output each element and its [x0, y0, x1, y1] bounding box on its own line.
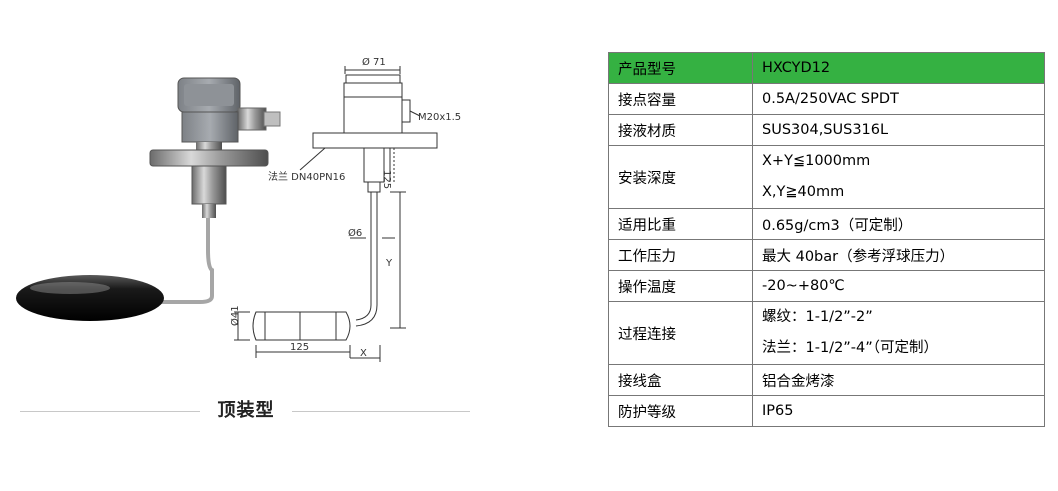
rod-dia-label: Ø6 — [348, 227, 362, 239]
product-figure: Ø 71 M20x1.5 法兰 DN40PN16 125 Ø6 Y Ø41 12… — [16, 56, 461, 362]
spec-row: 接线盒 铝合金烤漆 — [608, 364, 1045, 396]
spec-value-line: X+Y≦1000mm — [762, 153, 871, 169]
caption-rule-right — [292, 411, 470, 412]
spec-key: 过程连接 — [608, 301, 753, 365]
spec-key: 操作温度 — [608, 270, 753, 302]
spec-table: 产品型号 HXCYD12 接点容量 0.5A/250VAC SPDT 接液材质 … — [608, 52, 1045, 427]
spec-value: IP65 — [752, 395, 1045, 427]
spec-row: 防护等级 IP65 — [608, 395, 1045, 427]
spec-key: 接液材质 — [608, 114, 753, 146]
spec-key: 产品型号 — [608, 52, 753, 84]
spec-value-line: X,Y≧40mm — [762, 184, 845, 200]
spec-key: 接线盒 — [608, 364, 753, 396]
spec-value: 最大 40bar（参考浮球压力） — [752, 239, 1045, 271]
spec-value: SUS304,SUS316L — [752, 114, 1045, 146]
spec-key: 安装深度 — [608, 145, 753, 209]
dimension-drawing — [234, 66, 438, 362]
spec-row: 适用比重 0.65g/cm3（可定制） — [608, 208, 1045, 240]
caption-rule-left — [20, 411, 200, 412]
spec-key: 工作压力 — [608, 239, 753, 271]
spec-row: 工作压力 最大 40bar（参考浮球压力） — [608, 239, 1045, 271]
figure-caption: 顶装型 — [217, 400, 275, 421]
spec-value-line: 法兰：1-1/2”-4”（可定制） — [762, 340, 939, 356]
height-125-label: 125 — [381, 170, 392, 189]
product-illustration — [16, 66, 438, 362]
float-len-label: 125 — [290, 342, 309, 353]
spec-value: 铝合金烤漆 — [752, 364, 1045, 396]
spec-header-row: 产品型号 HXCYD12 — [608, 52, 1045, 84]
float-dia-label: Ø41 — [229, 305, 241, 326]
spec-key: 适用比重 — [608, 208, 753, 240]
spec-value-multiline: 螺纹：1-1/2”-2” 法兰：1-1/2”-4”（可定制） — [752, 301, 1045, 365]
spec-row: 安装深度 X+Y≦1000mm X,Y≧40mm — [608, 145, 1045, 209]
spec-value-multiline: X+Y≦1000mm X,Y≧40mm — [752, 145, 1045, 209]
spec-value-line: 螺纹：1-1/2”-2” — [762, 309, 873, 325]
spec-row: 接液材质 SUS304,SUS316L — [608, 114, 1045, 146]
y-dim-label: Y — [385, 258, 393, 269]
flange-dim-label: Ø 71 — [362, 56, 386, 68]
spec-value: HXCYD12 — [752, 52, 1045, 84]
product-photo — [16, 77, 281, 321]
spec-row: 操作温度 -20~+80℃ — [608, 270, 1045, 302]
flange-label: 法兰 DN40PN16 — [268, 170, 345, 183]
x-dim-label: X — [360, 348, 367, 359]
dimension-labels: Ø 71 M20x1.5 法兰 DN40PN16 125 Ø6 Y Ø41 12… — [229, 56, 461, 359]
spec-value: 0.5A/250VAC SPDT — [752, 83, 1045, 115]
spec-row: 过程连接 螺纹：1-1/2”-2” 法兰：1-1/2”-4”（可定制） — [608, 301, 1045, 365]
spec-row: 接点容量 0.5A/250VAC SPDT — [608, 83, 1045, 115]
spec-value: -20~+80℃ — [752, 270, 1045, 302]
spec-value: 0.65g/cm3（可定制） — [752, 208, 1045, 240]
thread-label: M20x1.5 — [418, 112, 461, 123]
spec-key: 接点容量 — [608, 83, 753, 115]
spec-key: 防护等级 — [608, 395, 753, 427]
